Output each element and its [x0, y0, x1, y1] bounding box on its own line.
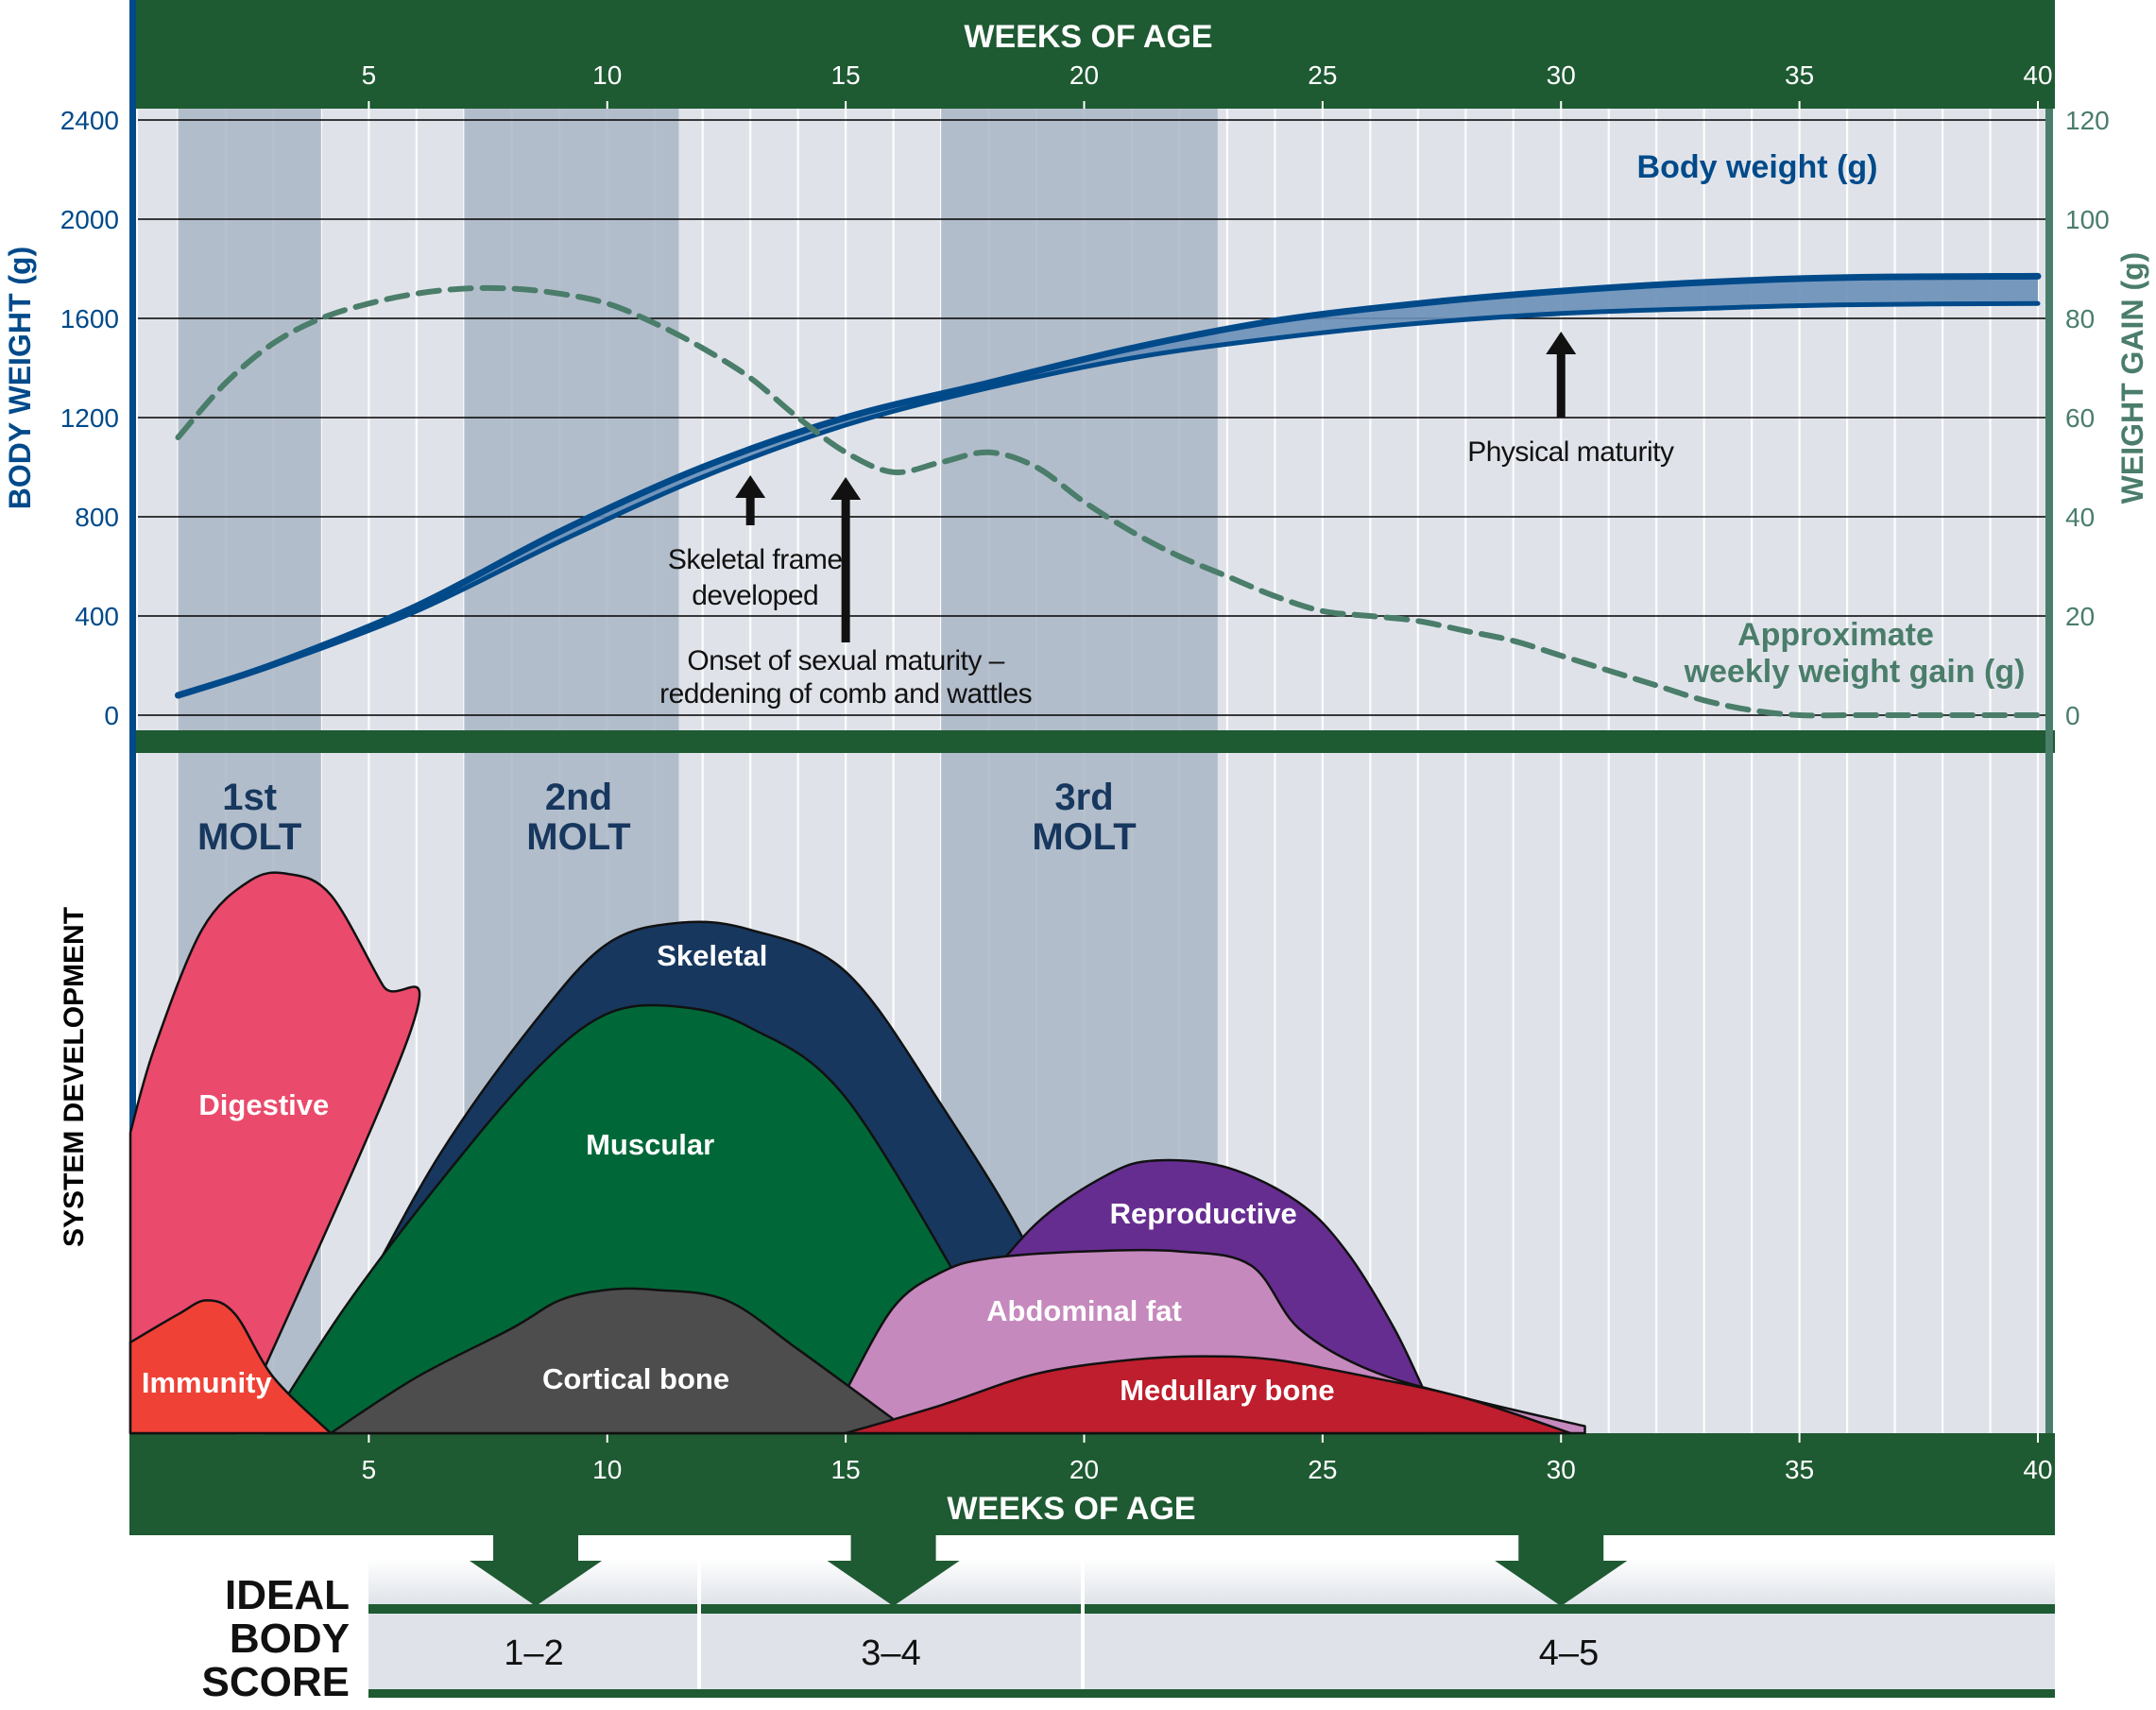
- bottom-x-tick-label: 5: [362, 1455, 377, 1484]
- left-y-tick-label: 2000: [60, 205, 119, 234]
- top-x-tick-label: 10: [592, 60, 622, 90]
- molt-label: MOLT: [526, 816, 630, 858]
- area-muscular: [263, 1003, 976, 1435]
- score-range-label: 3–4: [861, 1633, 920, 1673]
- top-x-tick-label: 40: [2023, 60, 2052, 90]
- weight-gain-line: [175, 284, 2041, 719]
- area-label-medullary-bone: Medullary bone: [1120, 1374, 1334, 1407]
- bottom-x-tick-label: 40: [2023, 1455, 2052, 1484]
- area-label-digestive: Digestive: [198, 1088, 329, 1121]
- right-y-axis-title: WEIGHT GAIN (g): [2115, 252, 2149, 504]
- area-digestive: [128, 871, 421, 1435]
- top-x-tick-label: 20: [1069, 60, 1099, 90]
- right-y-tick-label: 20: [2065, 602, 2095, 631]
- molt-label: 1st: [222, 777, 277, 818]
- ideal-body-score-title: IDEAL: [225, 1572, 350, 1618]
- left-y-tick-label: 1600: [60, 304, 119, 333]
- molt-label: MOLT: [197, 816, 301, 858]
- area-cortical-bone: [329, 1287, 895, 1435]
- area-label-immunity: Immunity: [142, 1366, 273, 1399]
- molt-label: 2nd: [545, 777, 612, 818]
- left-y-tick-label: 1200: [60, 403, 119, 433]
- bottom-x-tick-label: 30: [1547, 1455, 1576, 1484]
- annotation-sexual: reddening of comb and wattles: [659, 678, 1032, 710]
- annotation-arrow-physical-head: [1546, 332, 1577, 354]
- left-y-tick-label: 800: [75, 503, 119, 532]
- top-x-tick-label: 35: [1785, 60, 1814, 90]
- body-weight-upper-line: [174, 272, 2042, 699]
- molt-label: MOLT: [1032, 816, 1136, 858]
- bottom-x-tick-label: 20: [1069, 1455, 1099, 1484]
- left-y-tick-label: 0: [104, 701, 119, 730]
- score-range-label: 1–2: [504, 1633, 563, 1673]
- system-development-axis-title: SYSTEM DEVELOPMENT: [59, 907, 90, 1247]
- bottom-x-tick-label: 15: [831, 1455, 861, 1484]
- area-label-skeletal: Skeletal: [657, 939, 767, 972]
- top-x-tick-label: 15: [831, 60, 861, 90]
- left-y-tick-label: 2400: [60, 106, 119, 135]
- score-range-label: 4–5: [1539, 1633, 1599, 1673]
- left-y-axis-title: BODY WEIGHT (g): [3, 247, 37, 510]
- system-areas: [128, 871, 1586, 1435]
- body-weight-lower-line: [175, 300, 2041, 698]
- right-axis-bar: [2045, 109, 2053, 1433]
- body-weight-legend-label: Body weight (g): [1637, 149, 1878, 185]
- annotation-skeletal: Skeletal frame: [668, 544, 843, 575]
- right-y-tick-label: 40: [2065, 503, 2095, 532]
- bottom-x-tick-label: 10: [592, 1455, 622, 1484]
- top-x-tick-label: 30: [1547, 60, 1576, 90]
- right-y-tick-label: 80: [2065, 304, 2095, 333]
- right-y-tick-label: 120: [2065, 106, 2110, 135]
- annotation-arrow-sexual-head: [830, 477, 862, 500]
- area-label-reproductive: Reproductive: [1110, 1197, 1297, 1230]
- bottom-x-tick-label: 25: [1308, 1455, 1337, 1484]
- right-y-tick-label: 100: [2065, 205, 2110, 234]
- score-top-rule: [368, 1604, 2055, 1614]
- left-y-tick-label: 400: [75, 602, 119, 631]
- right-y-tick-label: 0: [2065, 701, 2080, 730]
- score-arrow: [1495, 1535, 1628, 1606]
- score-bottom-rule: [368, 1689, 2055, 1698]
- score-box: [368, 1614, 2055, 1689]
- area-immunity: [128, 1299, 333, 1435]
- score-arrow: [827, 1535, 960, 1606]
- weight-gain-legend-label: weekly weight gain (g): [1684, 654, 2026, 690]
- score-top-strip: [368, 1559, 2055, 1604]
- top-x-axis-title: WEEKS OF AGE: [964, 19, 1212, 55]
- area-medullary-bone: [844, 1355, 1572, 1435]
- top-x-tick-label: 25: [1308, 60, 1337, 90]
- ideal-body-score-title: SCORE: [202, 1659, 350, 1705]
- left-axis-bar: [129, 0, 136, 1433]
- gridlines: [138, 119, 2045, 716]
- bottom-axis-bar: [129, 1433, 2055, 1535]
- area-label-cortical-bone: Cortical bone: [542, 1362, 729, 1395]
- area-label-abdominal-fat: Abdominal fat: [986, 1294, 1182, 1327]
- annotation-sexual: Onset of sexual maturity –: [687, 645, 1004, 676]
- bottom-x-tick-label: 35: [1785, 1455, 1814, 1484]
- molt-label: 3rd: [1054, 777, 1113, 818]
- bottom-x-axis-title: WEEKS OF AGE: [947, 1491, 1195, 1527]
- right-y-tick-label: 60: [2065, 403, 2095, 433]
- top-x-tick-label: 5: [362, 60, 377, 90]
- weight-gain-legend-label: Approximate: [1737, 617, 1934, 653]
- ideal-body-score-title: BODY: [230, 1616, 350, 1662]
- annotation-skeletal: developed: [692, 580, 818, 611]
- score-arrow: [470, 1535, 603, 1606]
- annotation-arrow-skeletal-head: [735, 475, 766, 498]
- top-axis-bar: [129, 0, 2055, 109]
- area-label-muscular: Muscular: [586, 1128, 714, 1161]
- divider-bar: [129, 730, 2055, 753]
- annotation-physical: Physical maturity: [1467, 436, 1674, 468]
